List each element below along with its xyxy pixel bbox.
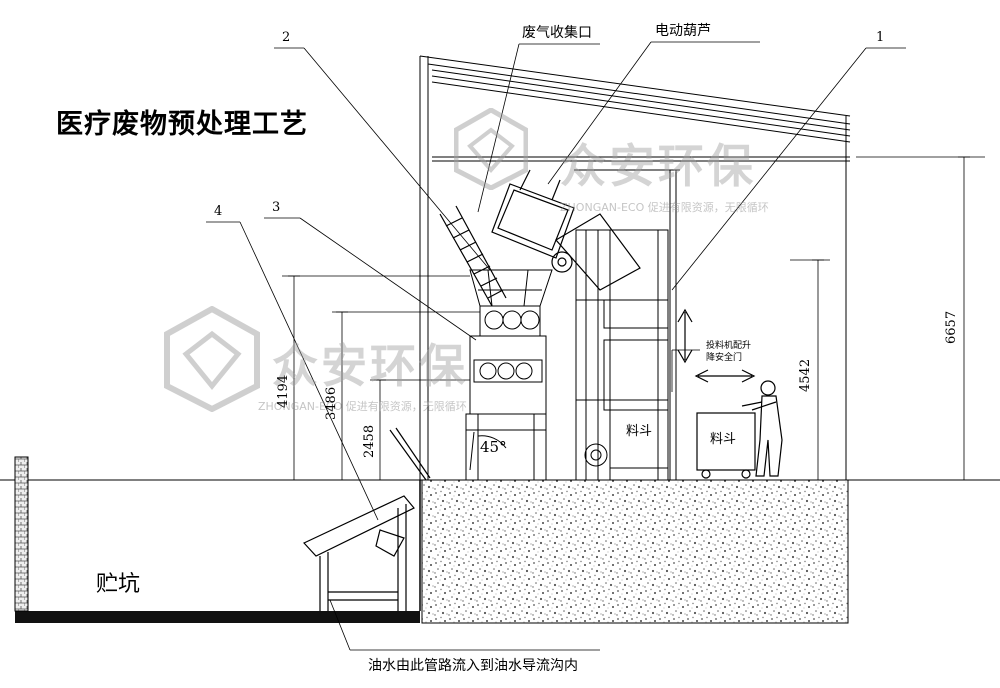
callout-electric-hoist: 电动葫芦 — [655, 23, 711, 39]
pit-label: 贮坑 — [96, 572, 141, 597]
dimension-4542: 4542 — [798, 358, 813, 392]
watermark-logo-mid — [164, 306, 260, 412]
angle-label: 45° — [480, 438, 507, 456]
bin-label-right: 料斗 — [710, 432, 737, 447]
watermark-slogan-top: ZHONGAN-ECO 促进有限资源，无限循环 — [560, 201, 769, 214]
callout-gas-collection: 废气收集口 — [522, 25, 592, 41]
dimension-2458: 2458 — [362, 424, 377, 458]
pipe-note: 油水由此管路流入到油水导流沟内 — [368, 658, 578, 674]
feeder-note-line2: 降安全门 — [706, 353, 743, 363]
dimension-6657: 6657 — [944, 310, 959, 344]
watermark-logo-top — [454, 108, 528, 190]
dimension-4194: 4194 — [276, 374, 291, 408]
watermark-slogan-mid: ZHONGAN-ECO 促进有限资源，无限循环 — [258, 400, 467, 413]
bin-label-elevator: 料斗 — [626, 424, 653, 439]
callout-number-3: 3 — [272, 200, 281, 215]
dimension-3486: 3486 — [324, 386, 339, 420]
diagram-title: 医疗废物预处理工艺 — [56, 109, 308, 140]
callout-number-2: 2 — [282, 30, 291, 45]
feeder-note-line1: 投料机配升 — [706, 341, 752, 351]
callout-number-4: 4 — [214, 204, 223, 219]
callout-number-1: 1 — [876, 30, 885, 45]
watermark-brand-top: 众安环保 — [560, 139, 756, 193]
watermark-brand-mid: 众安环保 — [272, 339, 468, 393]
